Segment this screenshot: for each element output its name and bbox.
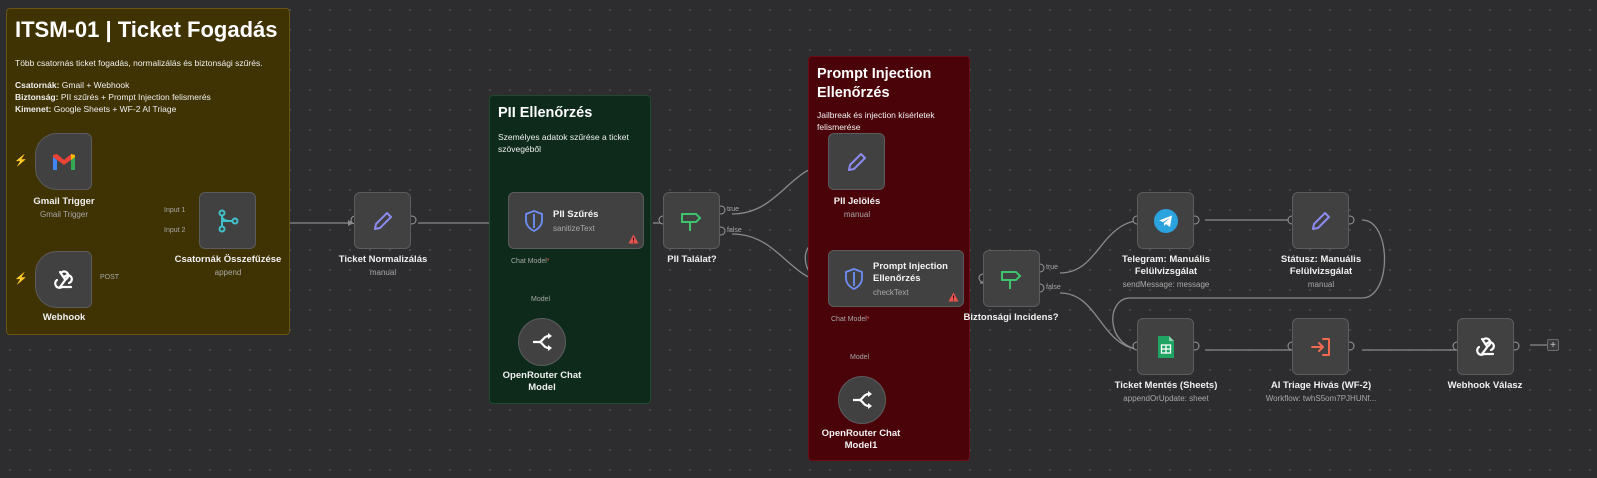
output-line: Kimenet: Google Sheets + WF-2 AI Triage <box>15 104 177 114</box>
node-openrouter-chat-model1[interactable] <box>838 376 886 424</box>
node-ticket-save-sheets[interactable] <box>1137 318 1194 375</box>
edge-label-model: Model <box>850 354 870 361</box>
node-openrouter-chat-model[interactable] <box>518 318 566 366</box>
channels-line: Csatornák: Gmail + Webhook <box>15 80 130 90</box>
edge-label-post: POST <box>100 274 120 281</box>
label-webhook-response: Webhook Válasz <box>1447 380 1523 391</box>
shield-icon <box>845 267 863 290</box>
pii-filter-title: PII Szűrés <box>553 208 599 220</box>
label-status-manual-review: Státusz: Manuális Felülvizsgálat manual <box>1280 254 1362 289</box>
trigger-bolt-icon: ⚡ <box>14 155 28 167</box>
webhook-icon <box>53 269 73 289</box>
workflow-title: ITSM-01 | Ticket Fogadás <box>15 17 278 42</box>
label-ticket-save-sheets: Ticket Mentés (Sheets) appendOrUpdate: s… <box>1114 380 1218 403</box>
sheets-icon <box>1157 335 1174 358</box>
edge-sec-telegram <box>1059 219 1146 274</box>
edge-label-model: Model <box>531 296 551 303</box>
if-icon <box>1000 270 1021 289</box>
edge-label-false: false <box>1046 284 1061 291</box>
merge-icon <box>218 209 238 232</box>
node-pii-mark[interactable] <box>828 133 885 190</box>
node-prompt-injection-check[interactable]: Prompt Injection Ellenőrzés checkText <box>828 250 964 307</box>
node-webhook[interactable] <box>35 251 92 308</box>
label-ticket-normalize: Ticket Normalizálás manual <box>338 254 428 277</box>
pencil-icon <box>847 152 866 171</box>
edge-label-true: true <box>727 206 740 213</box>
sticky-pi-title: Prompt Injection Ellenőrzés <box>817 66 932 101</box>
workflow-description: Több csatornás ticket fogadás, normalizá… <box>15 58 263 68</box>
pi-check-sub: checkText <box>873 287 909 297</box>
node-pii-filter[interactable]: PII Szűrés sanitizeText <box>508 192 644 249</box>
webhook-icon <box>1475 336 1495 356</box>
node-gmail-trigger[interactable] <box>35 133 92 190</box>
label-telegram: Telegram: Manuális Felülvizsgálat sendMe… <box>1122 254 1210 289</box>
node-security-incident[interactable] <box>983 250 1040 307</box>
edge-label-chat-model: Chat Model* <box>511 258 550 265</box>
trigger-bolt-icon: ⚡ <box>14 273 28 285</box>
sticky-pii-title: PII Ellenőrzés <box>498 105 593 121</box>
node-status-manual-review[interactable] <box>1292 192 1349 249</box>
warning-icon[interactable] <box>948 292 959 302</box>
openrouter-icon <box>853 391 872 409</box>
sticky-pii-desc: Személyes adatok szűrése a ticket szöveg… <box>498 132 629 154</box>
if-icon <box>680 212 701 231</box>
label-webhook: Webhook <box>42 312 86 323</box>
execute-workflow-icon <box>1310 337 1330 356</box>
label-openrouter-chat-model1: OpenRouter Chat Model1 <box>821 428 901 451</box>
edge-label-false: false <box>727 227 742 234</box>
node-merge[interactable] <box>199 192 256 249</box>
label-pii-found: PII Találat? <box>667 254 717 265</box>
pencil-icon <box>1311 211 1330 230</box>
pii-filter-sub: sanitizeText <box>553 223 595 233</box>
sticky-pi-desc: Jailbreak és injection kísérletek felism… <box>817 110 935 132</box>
node-ai-triage-call[interactable] <box>1292 318 1349 375</box>
label-gmail-trigger: Gmail Trigger Gmail Trigger <box>33 196 95 219</box>
shield-icon <box>525 209 543 232</box>
label-pii-mark: PII Jelölés manual <box>833 196 881 219</box>
openrouter-icon <box>533 333 552 351</box>
pi-check-title: Prompt Injection Ellenőrzés <box>873 260 948 284</box>
security-line: Biztonság: PII szűrés + Prompt Injection… <box>15 92 211 102</box>
edge-sec-sheets <box>1059 292 1146 351</box>
warning-icon[interactable] <box>628 234 639 244</box>
label-merge: Csatornák Összefűzése append <box>174 254 282 277</box>
edge-label-true: true <box>1046 264 1059 271</box>
edge-label-chat-model: Chat Model* <box>831 316 870 323</box>
node-telegram[interactable] <box>1137 192 1194 249</box>
label-ai-triage-call: AI Triage Hívás (WF-2) Workflow: twhS5om… <box>1265 380 1377 403</box>
label-security-incident: Biztonsági Incidens? <box>963 312 1059 323</box>
edge-status-sheets <box>1112 219 1386 351</box>
edge-label-input1: Input 1 <box>164 207 186 214</box>
gmail-icon <box>52 153 75 170</box>
telegram-icon <box>1153 208 1178 233</box>
add-node-button[interactable]: + <box>1547 339 1559 351</box>
node-ticket-normalize[interactable] <box>354 192 411 249</box>
edge-label-input2: Input 2 <box>164 227 186 234</box>
label-openrouter-chat-model: OpenRouter Chat Model <box>502 370 582 393</box>
sticky-note-pii[interactable]: PII Ellenőrzés Személyes adatok szűrése … <box>489 95 651 404</box>
node-webhook-response[interactable] <box>1457 318 1514 375</box>
node-pii-found[interactable] <box>663 192 720 249</box>
pencil-icon <box>373 211 392 230</box>
